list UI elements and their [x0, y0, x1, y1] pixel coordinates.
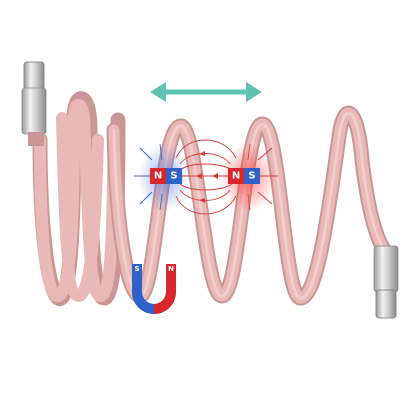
double-arrow-icon — [150, 82, 262, 102]
right-magnet-south — [244, 168, 260, 184]
left-magnet-north-label: N — [154, 171, 162, 182]
left-magnet-south — [166, 168, 182, 184]
usb-c-connector-left — [21, 61, 47, 146]
right-magnet-south-label: S — [248, 171, 255, 182]
right-bar-magnet: N S — [228, 168, 260, 184]
horseshoe-south-label: S — [134, 265, 139, 273]
left-bar-magnet: N S — [150, 168, 182, 184]
left-magnet-south-label: S — [170, 171, 177, 182]
horseshoe-magnet-icon: S N — [132, 264, 176, 314]
magnetic-field-lines — [134, 139, 278, 215]
horseshoe-north-label: N — [168, 265, 174, 273]
right-magnet-north — [228, 168, 244, 184]
right-magnet-north-label: N — [232, 171, 240, 182]
usb-c-connector-right — [373, 245, 399, 319]
left-magnet-north — [150, 168, 166, 184]
cable-coils — [32, 91, 126, 306]
